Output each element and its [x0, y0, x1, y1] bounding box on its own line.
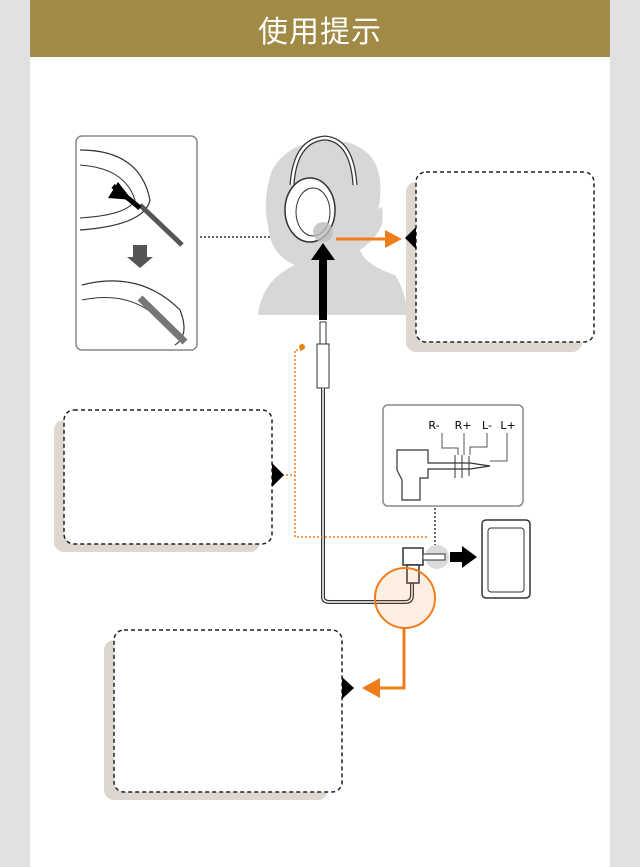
pin-label-l-plus: L+: [500, 419, 515, 432]
plug-pinout-inset: R- R+ L- L+: [382, 404, 524, 507]
orange-arrow-left: [378, 628, 406, 690]
orange-dotted-leader: [294, 349, 427, 538]
pin-label-r-minus: R-: [428, 419, 439, 432]
highlight-circle: [374, 567, 436, 629]
callout-box-left: [54, 409, 284, 552]
pin-label-r-plus: R+: [455, 419, 472, 432]
right-angle-plug: [402, 545, 449, 584]
title-bar: 使用提示: [30, 0, 610, 57]
inset-plug-illustration: [75, 135, 198, 351]
cable-plug: [316, 321, 414, 604]
audio-player-illustration: [481, 519, 531, 599]
down-arrow-icon: [127, 245, 153, 268]
callout-box-top-right: [405, 171, 595, 352]
up-arrow-icon: [319, 256, 327, 320]
callout-box-bottom: [104, 629, 354, 800]
page-title: 使用提示: [258, 14, 382, 50]
pin-label-l-minus: L-: [482, 419, 492, 432]
arrow-to-player-icon: [450, 552, 464, 562]
head-with-headphones-illustration: [258, 135, 408, 315]
